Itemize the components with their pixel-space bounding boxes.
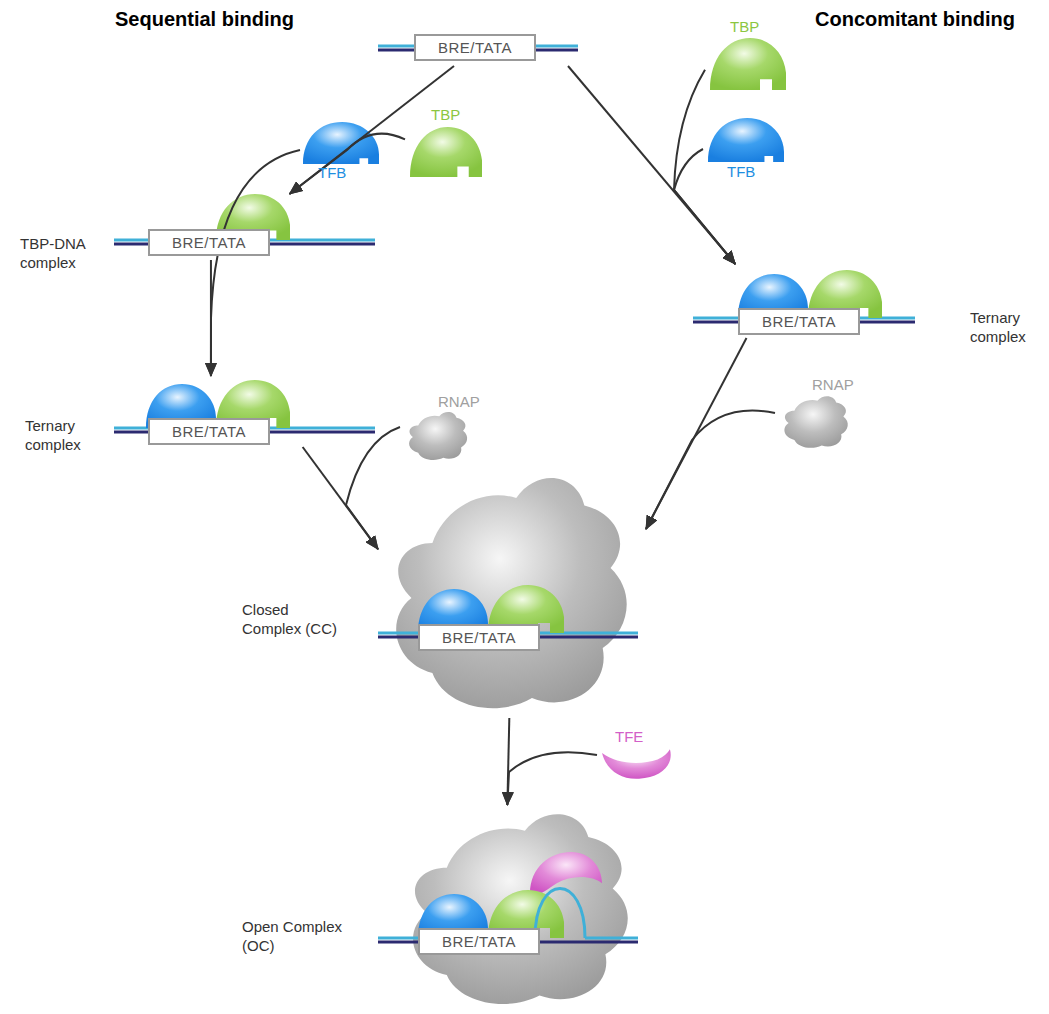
complex-node: BRE/TATA [378, 30, 578, 66]
protein-name: TFB [727, 163, 755, 180]
promoter-box: BRE/TATA [418, 624, 540, 651]
dna-strands [114, 46, 915, 942]
complex-label: TBP-DNA complex [20, 234, 102, 272]
tbp-protein [710, 38, 786, 90]
section-heading: Sequential binding [115, 8, 294, 31]
complex-label: Ternary complex [25, 416, 101, 454]
promoter-text: BRE/TATA [148, 229, 270, 256]
protein-name: RNAP [812, 376, 854, 393]
complex-node: RNAP [775, 376, 860, 450]
complex-node: TFB [703, 116, 791, 182]
promoter-box: BRE/TATA [148, 229, 270, 256]
tfb-protein [708, 118, 784, 162]
promoter-box: BRE/TATA [148, 418, 270, 445]
flow-arrow [290, 66, 454, 194]
protein-name: TBP [730, 18, 759, 35]
complex-node: TBP-DNA complexBRE/TATA [114, 194, 376, 260]
flow-arrow [674, 70, 735, 264]
tfb-protein [303, 122, 379, 164]
protein-name: TFE [615, 728, 643, 745]
protein-name: TFB [318, 164, 346, 181]
flow-arrow [674, 149, 735, 264]
complex-node: Ternary complexBRE/TATA [690, 264, 916, 338]
promoter-text: BRE/TATA [418, 624, 540, 651]
complex-label: Closed Complex (CC) [242, 600, 346, 638]
complex-node: TBP [705, 18, 790, 92]
flow-arrow [346, 427, 400, 549]
complex-node: TFE [597, 728, 677, 782]
tfe-protein [602, 749, 671, 779]
rnap-blob [396, 478, 627, 708]
transcription-bubble [535, 889, 585, 939]
rnap-blob [413, 814, 628, 1004]
rnap-blob [409, 412, 467, 460]
complex-node: Ternary complexBRE/TATA [114, 376, 376, 447]
complex-label: Open Complex (OC) [242, 917, 346, 955]
promoter-text: BRE/TATA [418, 928, 540, 955]
promoter-text: BRE/TATA [414, 34, 536, 61]
flow-arrow [290, 134, 405, 194]
section-heading: Concomitant binding [815, 8, 1015, 31]
complex-node: TBP [405, 106, 485, 180]
protein-name: TBP [431, 106, 460, 123]
complex-node: RNAP [400, 393, 490, 461]
promoter-box: BRE/TATA [738, 308, 860, 335]
flow-arrow [211, 150, 300, 376]
flow-arrow [646, 411, 775, 529]
rnap-blob [784, 396, 847, 448]
complex-node: Open Complex (OC)BRE/TATA [378, 805, 642, 1012]
promoter-box: BRE/TATA [414, 34, 536, 61]
promoter-box: BRE/TATA [418, 928, 540, 955]
promoter-text: BRE/TATA [738, 308, 860, 335]
promoter-text: BRE/TATA [148, 418, 270, 445]
protein-name: RNAP [438, 393, 480, 410]
complex-label: Ternary complex [970, 308, 1042, 346]
flow-arrow [507, 752, 597, 805]
complex-node: TFB [300, 118, 382, 182]
tbp-protein [410, 127, 482, 177]
complex-node: Closed Complex (CC)BRE/TATA [378, 466, 646, 718]
flow-arrow [568, 66, 735, 264]
